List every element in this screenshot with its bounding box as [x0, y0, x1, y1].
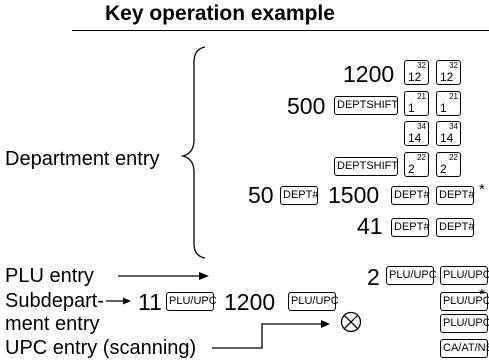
- subdepartment-entry-label-line1: Subdepart-: [5, 290, 104, 312]
- upc-connector: [212, 320, 330, 349]
- department-brace: [180, 46, 206, 259]
- amount-41: 41: [357, 213, 383, 239]
- title-underline: [72, 30, 489, 31]
- amount-50: 50: [248, 182, 274, 208]
- plu-upc-key: PLU/UPC: [440, 292, 489, 311]
- scanner-icon: [340, 311, 362, 333]
- plu-upc-key: PLU/UPC: [386, 266, 437, 285]
- plu-arrow: [118, 272, 209, 280]
- plu-upc-key: PLU/UPC: [288, 292, 339, 311]
- amount-1200-subdept: 1200: [224, 289, 276, 315]
- amount-1200: 1200: [343, 61, 395, 87]
- deptshift-key: DEPTSHIFT: [334, 157, 398, 176]
- plu-upc-key: PLU/UPC: [166, 292, 217, 311]
- upc-entry-label: UPC entry (scanning): [5, 337, 197, 359]
- plu-entry-label: PLU entry: [5, 265, 94, 287]
- dept-hash-key: DEPT#: [280, 186, 318, 205]
- subdept-arrow: [106, 297, 131, 305]
- ca-at-ns-key: CA/AT/NS: [440, 339, 489, 358]
- amount-1500: 1500: [328, 182, 380, 208]
- asterisk-mark: *: [479, 181, 485, 198]
- dept-hash-key: DEPT#: [391, 218, 429, 237]
- subdepartment-entry-label-line2: ment entry: [5, 313, 100, 335]
- dept-hash-key: DEPT#: [436, 186, 474, 205]
- amount-11: 11: [138, 289, 162, 315]
- deptshift-key: DEPTSHIFT: [334, 96, 398, 115]
- dept-hash-key: DEPT#: [391, 186, 429, 205]
- amount-500: 500: [287, 93, 326, 119]
- plu-upc-key: PLU/UPC: [440, 314, 489, 333]
- dept-hash-key: DEPT#: [436, 218, 474, 237]
- page-title: Key operation example: [105, 2, 335, 25]
- asterisk-mark: *: [479, 286, 485, 303]
- department-entry-label: Department entry: [5, 148, 160, 170]
- amount-2: 2: [367, 264, 380, 290]
- plu-upc-key: PLU/UPC: [440, 266, 489, 285]
